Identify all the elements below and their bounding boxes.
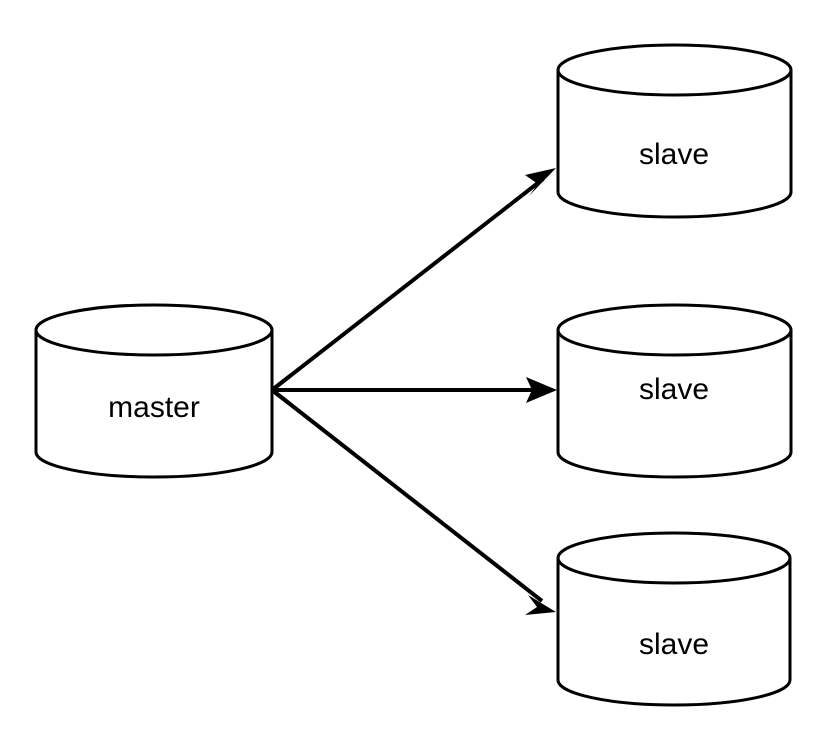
arrowhead-icon [525,168,556,196]
cylinder-top-ellipse [556,531,792,585]
edge-line [270,388,544,603]
node-label-master: master [108,391,200,424]
edge-origin-tick [270,374,292,392]
edge-master-to-slave-1[interactable] [270,168,556,392]
cylinder-top-ellipse [556,303,793,357]
node-label-slave-1: slave [639,138,709,171]
arrowhead-icon [525,595,556,615]
node-master[interactable]: master [34,303,274,479]
edge-master-to-slave-2[interactable] [272,377,557,403]
cylinder-top-ellipse [34,303,274,357]
arrowhead-icon [526,377,557,403]
edge-origin-marker [270,374,292,406]
edge-master-to-slave-3[interactable] [270,388,556,615]
cylinder-body [556,68,793,219]
cylinder-body [34,328,274,479]
cylinder-body [556,328,793,479]
node-label-slave-3: slave [639,628,709,661]
edge-origin-tick [270,388,292,406]
node-label-slave-2: slave [639,373,709,406]
node-slave-1[interactable]: slave [556,43,793,219]
edge-line [270,177,545,392]
cylinder-body [556,556,792,707]
cylinder-top-ellipse [556,43,793,97]
node-slave-3[interactable]: slave [556,531,792,707]
node-slave-2[interactable]: slave [556,303,793,479]
